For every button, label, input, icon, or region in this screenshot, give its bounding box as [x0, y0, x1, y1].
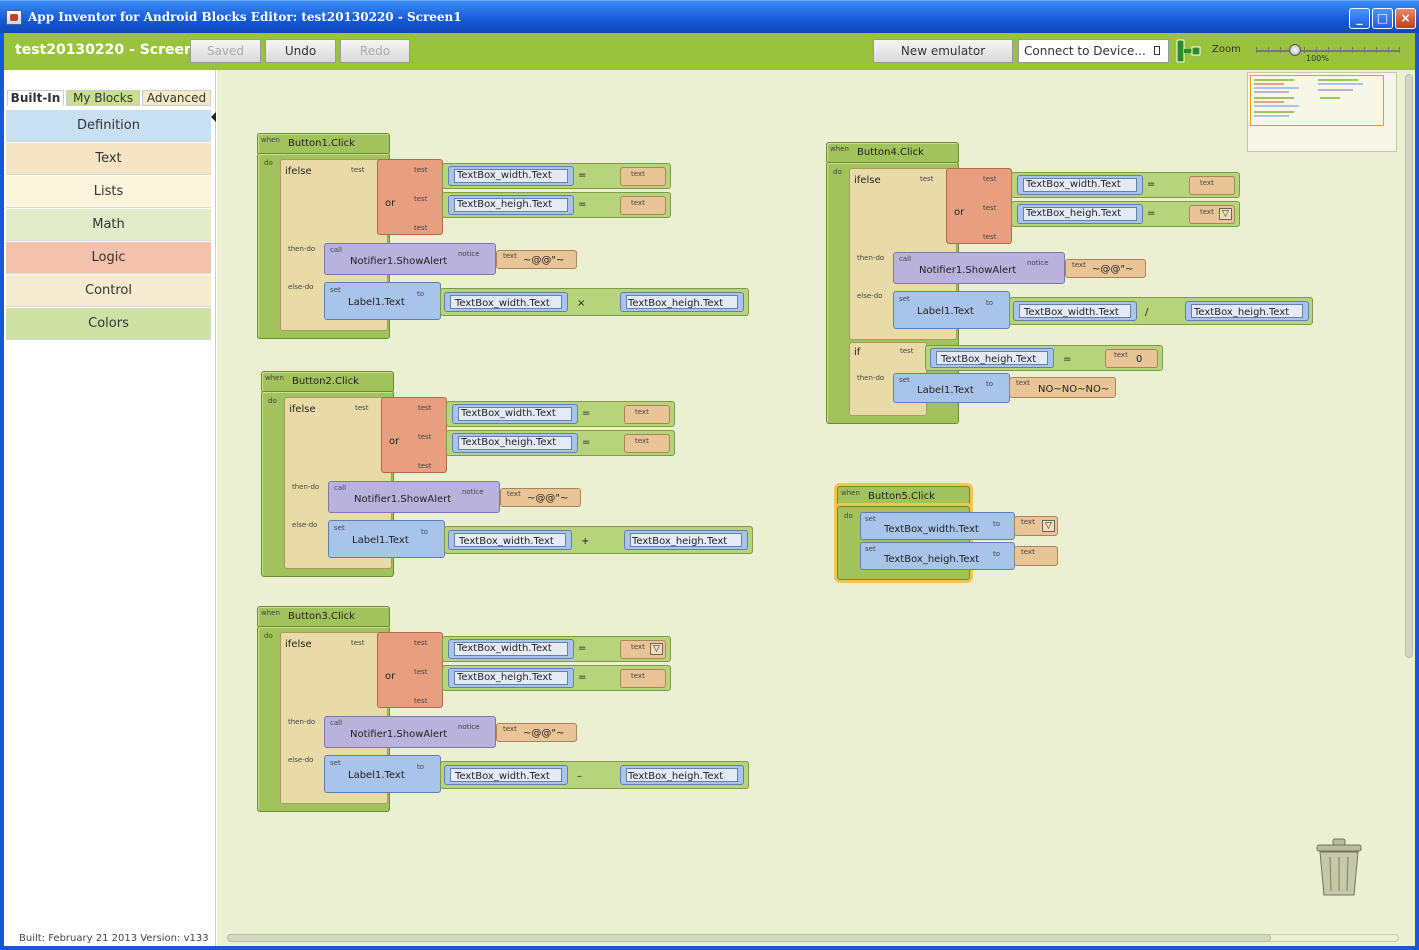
palette-panel: Built-In My Blocks Advanced Definition T… — [4, 70, 216, 946]
call-block[interactable] — [324, 716, 496, 748]
minimize-icon[interactable]: _ — [1349, 8, 1370, 29]
saved-button[interactable]: Saved — [190, 39, 261, 63]
app-icon — [6, 10, 22, 25]
tab-my-blocks[interactable]: My Blocks — [66, 90, 140, 106]
connect-device-label: Connect to Device... — [1024, 44, 1146, 58]
set-block[interactable] — [324, 755, 441, 793]
collapse-arrow-icon[interactable] — [211, 112, 216, 122]
call-block[interactable] — [893, 252, 1065, 284]
horizontal-scrollbar[interactable] — [227, 934, 1271, 942]
vertical-scrollbar[interactable] — [1405, 74, 1413, 658]
redo-button[interactable]: Redo — [340, 39, 410, 63]
tab-built-in[interactable]: Built-In — [7, 90, 64, 106]
zoom-slider-handle[interactable] — [1289, 44, 1301, 56]
zoom-label: Zoom — [1212, 44, 1241, 55]
drawer-logic[interactable]: Logic — [6, 242, 211, 274]
drawer-text[interactable]: Text — [6, 143, 211, 175]
or-block[interactable] — [946, 168, 1012, 244]
call-block[interactable] — [324, 243, 496, 275]
or-block[interactable] — [377, 632, 443, 708]
set-block[interactable] — [324, 282, 441, 320]
toolbar: test20130220 - Screen1 Saved Undo Redo N… — [4, 33, 1415, 70]
build-version: Built: February 21 2013 Version: v133 — [19, 933, 209, 944]
blocks-workspace[interactable]: when Button1.Click do ifelse test or tes… — [217, 70, 1415, 946]
minimap-viewport[interactable] — [1250, 75, 1384, 126]
drawer-list: Definition Text Lists Math Logic Control… — [6, 110, 211, 341]
drawer-definition[interactable]: Definition — [6, 110, 211, 142]
drawer-math[interactable]: Math — [6, 209, 211, 241]
close-icon[interactable]: × — [1395, 8, 1416, 29]
dropdown-arrow-icon[interactable]: ▽ — [1219, 208, 1232, 220]
zoom-value: 100% — [1306, 54, 1329, 63]
set-block[interactable] — [860, 512, 1015, 540]
or-block[interactable] — [381, 397, 447, 473]
or-block[interactable] — [377, 159, 443, 235]
call-block[interactable] — [328, 481, 500, 513]
window-title: App Inventor for Android Blocks Editor: … — [28, 10, 462, 24]
maximize-icon[interactable]: □ — [1372, 8, 1393, 29]
dropdown-arrow-icon[interactable]: ▽ — [1042, 520, 1055, 532]
zoom-slider[interactable] — [1256, 47, 1400, 53]
dropdown-arrow-icon[interactable]: ▽ — [650, 643, 663, 655]
set-block[interactable] — [893, 291, 1010, 329]
connection-plug-icon[interactable] — [1175, 38, 1201, 64]
project-title: test20130220 - Screen1 — [15, 42, 204, 58]
event-name: Button1.Click — [288, 138, 355, 149]
drawer-lists[interactable]: Lists — [6, 176, 211, 208]
connect-device-dropdown[interactable]: Connect to Device... — [1018, 39, 1169, 63]
dropdown-icon — [1154, 46, 1160, 55]
drawer-colors[interactable]: Colors — [6, 308, 211, 340]
window-title-bar: App Inventor for Android Blocks Editor: … — [0, 0, 1419, 33]
new-emulator-button[interactable]: New emulator — [873, 39, 1013, 63]
trash-can-icon[interactable] — [1314, 837, 1364, 899]
palette-tabs: Built-In My Blocks Advanced — [7, 90, 211, 107]
tab-advanced[interactable]: Advanced — [142, 90, 211, 106]
workspace-minimap[interactable] — [1247, 72, 1397, 152]
drawer-control[interactable]: Control — [6, 275, 211, 307]
undo-button[interactable]: Undo — [265, 39, 336, 63]
